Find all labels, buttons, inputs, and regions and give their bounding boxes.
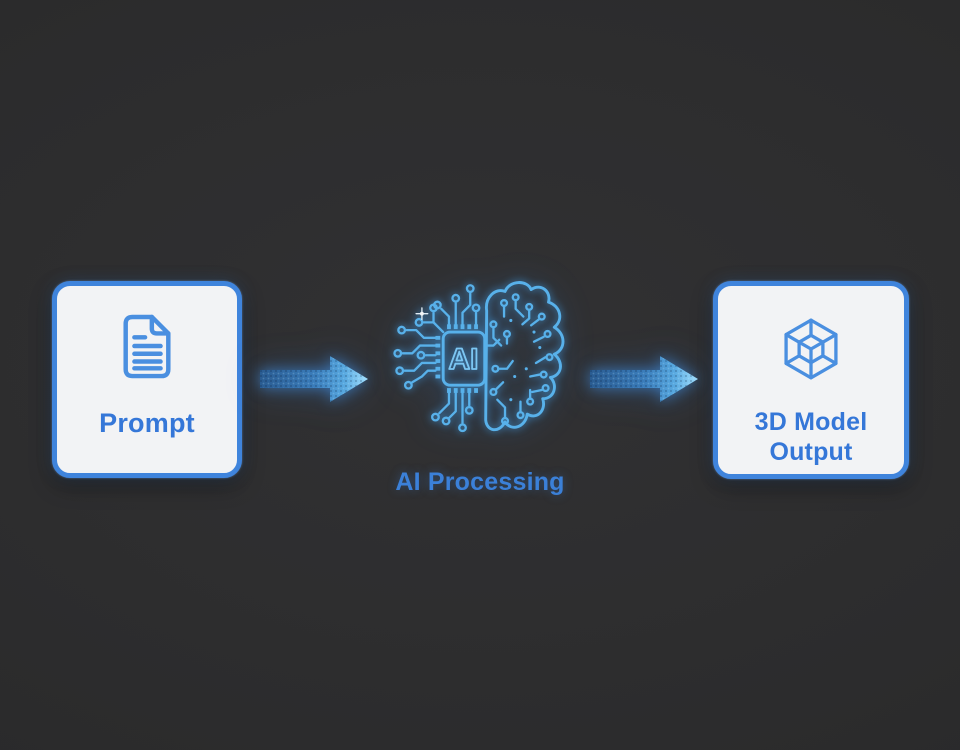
arrow-right-icon [590, 350, 700, 408]
ai-brain-chip-icon: AI [387, 276, 567, 448]
chip-ai-text: AI [449, 343, 479, 376]
cube-wireframe-icon [775, 310, 847, 393]
node-3d-model-output: 3D Model Output [713, 281, 909, 479]
node-prompt: Prompt [52, 281, 242, 478]
document-icon [116, 313, 178, 386]
node-3d-model-output-label: 3D Model Output [754, 408, 868, 466]
arrow-right-icon [260, 350, 370, 408]
node-prompt-label: Prompt [99, 408, 195, 438]
node-ai-processing-label: AI Processing [395, 468, 565, 496]
